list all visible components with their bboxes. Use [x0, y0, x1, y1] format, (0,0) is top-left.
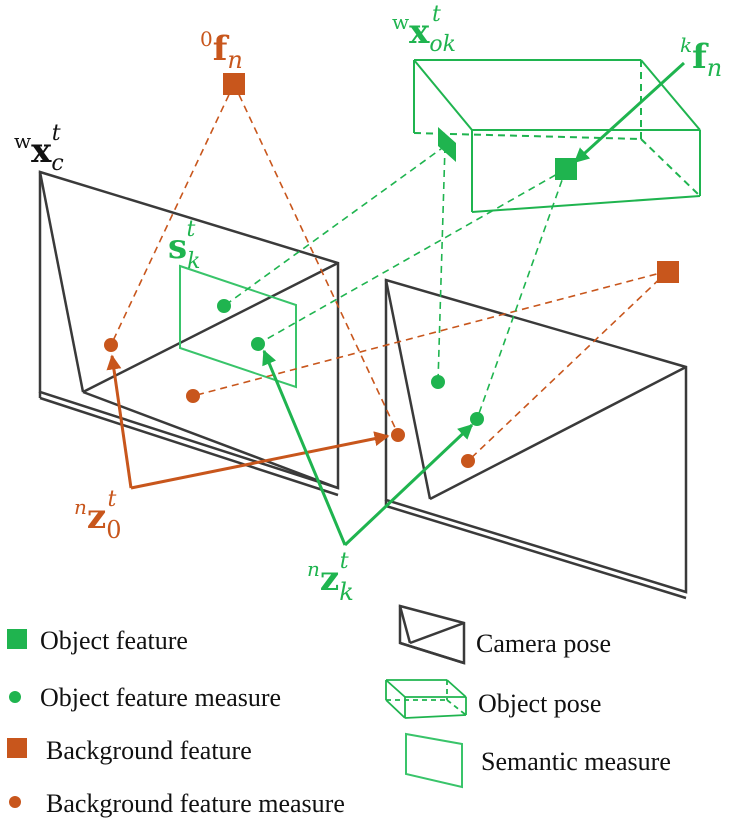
legend-camera-pose-icon	[398, 604, 466, 665]
background-projection-lines	[110, 83, 669, 462]
background-feature-label: 0fn	[200, 27, 243, 74]
object-feature-label: kfn	[680, 33, 722, 82]
legend-object-feature-text: Object feature	[40, 626, 188, 655]
legend-object-measure-icon	[9, 691, 21, 703]
legend-camera-pose-text: Camera pose	[476, 629, 611, 658]
legend-object-measure-text: Object feature measure	[40, 683, 281, 712]
background-feature-top	[223, 73, 245, 95]
legend-semantic-measure-text: Semantic measure	[481, 747, 671, 776]
object-measure-arrows	[262, 61, 686, 547]
object-feature-face	[438, 127, 456, 162]
legend-object-pose-icon	[385, 679, 467, 719]
object-projection-lines	[223, 145, 567, 420]
background-feature-right	[657, 261, 679, 283]
object-pose-label: wxokt	[392, 2, 456, 57]
legend-background-measure-icon	[9, 796, 21, 808]
object-pose-box	[413, 59, 701, 213]
legend-background-feature-icon	[7, 738, 27, 758]
legend-object-feature-icon	[7, 629, 27, 649]
legend-object-pose-text: Object pose	[478, 689, 601, 718]
object-feature-measures	[217, 299, 484, 426]
object-measure-label: nzkt	[307, 549, 354, 606]
object-feature-box	[555, 158, 577, 180]
camera-frustum-left	[38, 170, 340, 497]
camera-frustum-right	[384, 278, 688, 600]
semantic-measure-rect	[179, 264, 297, 389]
background-measure-label: nz0t	[74, 487, 121, 544]
semantic-measure-label: skt	[168, 217, 201, 274]
background-measure-arrows	[106, 354, 390, 490]
legend-semantic-measure-icon	[405, 732, 463, 789]
legend-background-feature-text: Background feature	[46, 736, 252, 765]
legend: Object feature Object feature measure Ba…	[7, 604, 671, 818]
camera-pose-label: wxct	[14, 121, 64, 176]
legend-background-measure-text: Background feature measure	[46, 789, 345, 818]
background-feature-measures	[104, 338, 475, 468]
